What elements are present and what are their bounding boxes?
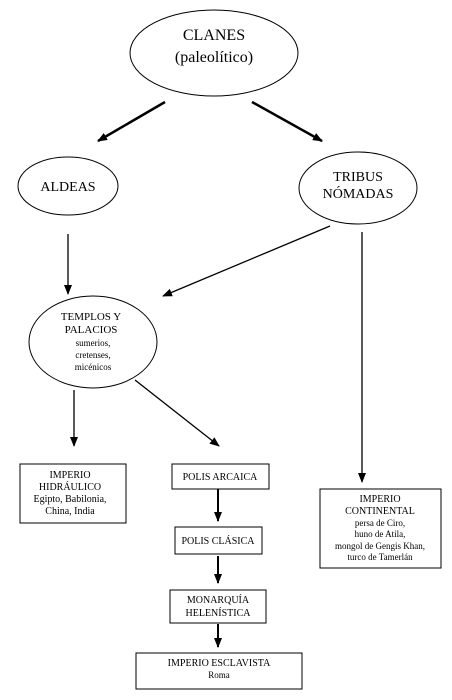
arrow-clanes-aldeas: [97, 100, 166, 143]
node-monarquia-helenistica: MONARQUÍA HELENÍSTICA: [169, 589, 267, 624]
node-templos-palacios: TEMPLOS Y PALACIOS sumerios, cretenses, …: [28, 295, 158, 389]
monarquia-label-2: HELENÍSTICA: [186, 607, 252, 619]
continental-title-1: IMPERIO: [359, 494, 400, 505]
continental-line-1: persa de Ciro,: [355, 518, 405, 528]
arrow-tribus-templos: [162, 225, 331, 297]
node-tribus-nomadas: TRIBUS NÓMADAS: [298, 151, 418, 225]
node-polis-clasica: POLIS CLÁSICA: [174, 526, 263, 555]
tribus-label-2: NÓMADAS: [323, 185, 394, 202]
node-aldeas: ALDEAS: [17, 156, 119, 216]
hidraulico-line-2: China, India: [45, 506, 95, 517]
node-imperio-continental: IMPERIO CONTINENTAL persa de Ciro, huno …: [319, 488, 442, 569]
continental-line-4: turco de Tamerlán: [347, 552, 413, 562]
continental-line-3: mongol de Gengis Khan,: [335, 541, 425, 551]
hidraulico-title-1: IMPERIO: [49, 470, 90, 481]
tribus-label-1: TRIBUS: [333, 170, 383, 185]
arrow-templos-polis-arcaica: [134, 379, 220, 447]
polis-clasica-label: POLIS CLÁSICA: [181, 535, 255, 547]
node-imperio-esclavista: IMPERIO ESCLAVISTA Roma: [135, 652, 303, 690]
clanes-label-1: CLANES: [183, 27, 245, 44]
templos-line-3: micénicos: [75, 362, 112, 372]
aldeas-label: ALDEAS: [40, 180, 95, 195]
monarquia-label-1: MONARQUÍA: [187, 594, 250, 606]
polis-arcaica-label: POLIS ARCAICA: [183, 472, 259, 483]
esclavista-line: Roma: [208, 670, 230, 680]
node-imperio-hidraulico: IMPERIO HIDRÁULICO Egipto, Babilonia, Ch…: [19, 463, 127, 524]
templos-line-2: cretenses,: [75, 350, 110, 360]
continental-line-2: huno de Atila,: [355, 529, 406, 539]
continental-title-2: CONTINENTAL: [345, 506, 415, 517]
node-clanes: CLANES (paleolítico): [129, 9, 299, 97]
arrow-clanes-tribus: [251, 100, 323, 143]
node-polis-arcaica: POLIS ARCAICA: [171, 463, 270, 490]
hidraulico-title-2: HIDRÁULICO: [39, 481, 101, 493]
esclavista-title: IMPERIO ESCLAVISTA: [168, 658, 271, 669]
hidraulico-line-1: Egipto, Babilonia,: [33, 494, 106, 505]
templos-line-1: sumerios,: [76, 338, 111, 348]
templos-title-1: TEMPLOS Y: [61, 311, 121, 323]
clanes-label-2: (paleolítico): [175, 49, 253, 66]
templos-title-2: PALACIOS: [65, 324, 118, 336]
